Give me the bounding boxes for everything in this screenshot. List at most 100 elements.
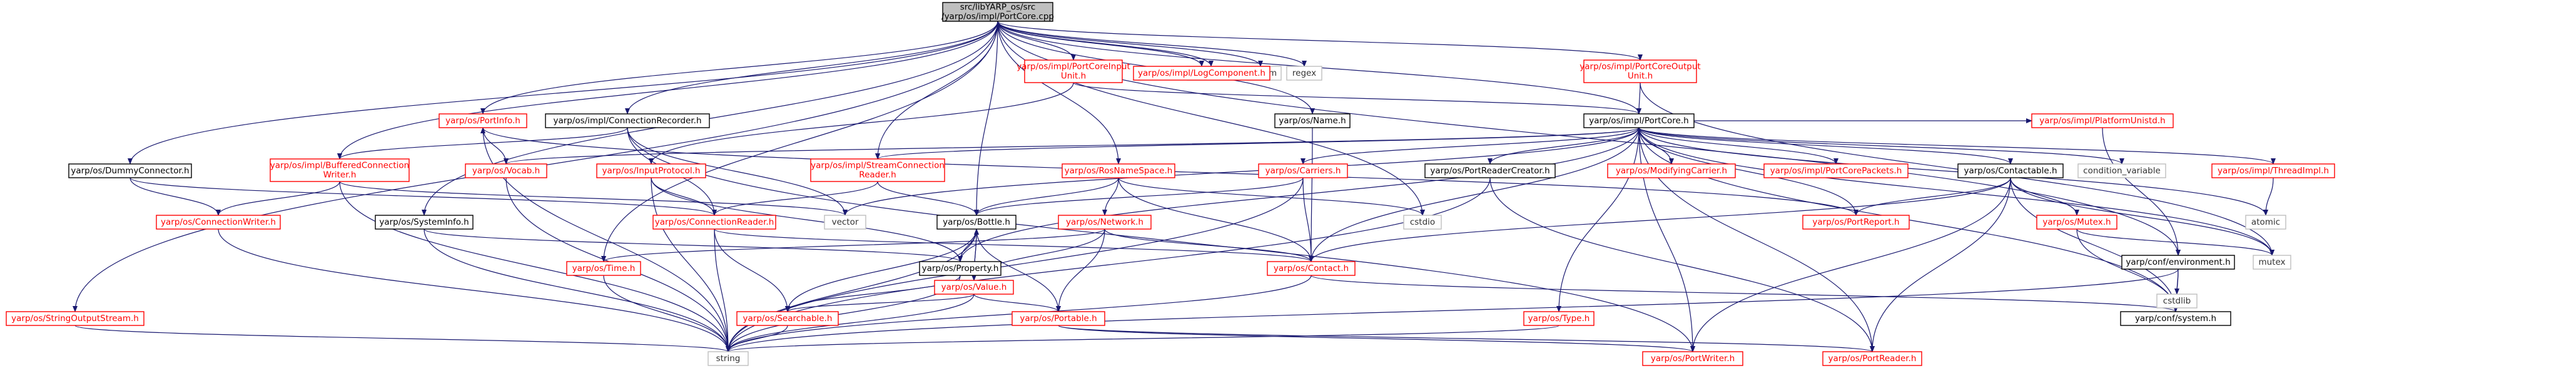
node-box bbox=[2036, 215, 2117, 230]
node-box bbox=[1763, 163, 1909, 178]
node-box bbox=[2121, 255, 2235, 270]
node-PortWriter[interactable]: yarp/os/PortWriter.h bbox=[1642, 351, 1743, 366]
node-box bbox=[596, 163, 706, 178]
node-label: cstdio bbox=[1410, 217, 1435, 227]
edge-PortReaderCreator-to-string bbox=[726, 177, 1491, 352]
edge-confEnvironment-to-string bbox=[726, 268, 2179, 352]
node-box bbox=[439, 113, 527, 128]
node-ModifyingCarrier[interactable]: yarp/os/ModifyingCarrier.h bbox=[1607, 163, 1736, 178]
edge-StringOutputStream-to-string bbox=[74, 325, 731, 352]
edge-Time-to-string bbox=[603, 275, 731, 352]
node-Carriers[interactable]: yarp/os/Carriers.h bbox=[1258, 163, 1348, 178]
node-Time[interactable]: yarp/os/Time.h bbox=[566, 261, 641, 276]
edge-PortCoreH-to-vector bbox=[843, 127, 1640, 216]
node-label: yarp/os/impl/ConnectionRecorder.h bbox=[553, 116, 701, 126]
node-box bbox=[652, 215, 776, 230]
edge-PortCoreH-to-TypeH bbox=[1556, 127, 1640, 312]
node-label: condition_variable bbox=[2083, 166, 2161, 176]
edge-DummyConnector-to-ConnectionWriter bbox=[129, 177, 221, 216]
node-ConnectionWriter[interactable]: yarp/os/ConnectionWriter.h bbox=[156, 215, 281, 230]
node-label: yarp/os/impl/PortCoreOutput bbox=[1580, 62, 1700, 72]
edge-ThreadImpl-to-atomic bbox=[2263, 177, 2274, 216]
node-Contactable[interactable]: yarp/os/Contactable.h bbox=[1957, 163, 2064, 178]
edge-Contact-to-confSystem bbox=[1311, 275, 2178, 312]
node-PortReader[interactable]: yarp/os/PortReader.h bbox=[1822, 351, 1922, 366]
edge-RosNameSpace-to-Network bbox=[1102, 177, 1119, 216]
edge-Network-to-Portable bbox=[1056, 228, 1105, 312]
node-Value[interactable]: yarp/os/Value.h bbox=[934, 280, 1014, 295]
edge-PortInfo-to-string bbox=[482, 127, 731, 352]
node-NameH[interactable]: yarp/os/Name.h bbox=[1274, 113, 1351, 128]
edge-ConnectionRecorder-to-BufferedConnectionWriter bbox=[337, 127, 628, 160]
edge-BufferedConnectionWriter-to-vector bbox=[339, 181, 848, 216]
edge-root-to-PortCoreOutputUnit bbox=[997, 21, 1643, 61]
node-Network[interactable]: yarp/os/Network.h bbox=[1058, 215, 1152, 230]
node-box bbox=[1957, 163, 2064, 178]
node-confSystem[interactable]: yarp/conf/system.h bbox=[2120, 311, 2231, 326]
node-LogComponent[interactable]: yarp/os/impl/LogComponent.h bbox=[1133, 66, 1270, 81]
node-box bbox=[6, 311, 145, 326]
edge-Value-to-string bbox=[726, 294, 975, 352]
node-PortCorePackets[interactable]: yarp/os/impl/PortCorePackets.h bbox=[1763, 163, 1909, 178]
node-box bbox=[1258, 163, 1348, 178]
node-StringOutputStream[interactable]: yarp/os/StringOutputStream.h bbox=[6, 311, 145, 326]
node-label: yarp/os/Value.h bbox=[941, 282, 1007, 292]
node-label: yarp/os/PortInfo.h bbox=[445, 116, 520, 126]
node-label: yarp/os/Time.h bbox=[572, 263, 636, 273]
node-Bottle[interactable]: yarp/os/Bottle.h bbox=[936, 215, 1017, 230]
node-box bbox=[156, 215, 281, 230]
node-InputProtocol[interactable]: yarp/os/InputProtocol.h bbox=[596, 163, 706, 178]
node-atomic: atomic bbox=[2245, 215, 2286, 230]
node-Property[interactable]: yarp/os/Property.h bbox=[919, 261, 1001, 276]
node-PortReaderCreator[interactable]: yarp/os/PortReaderCreator.h bbox=[1424, 163, 1556, 178]
node-PortCoreH[interactable]: yarp/os/impl/PortCore.h bbox=[1583, 113, 1695, 128]
node-PortInfo[interactable]: yarp/os/PortInfo.h bbox=[439, 113, 527, 128]
node-Mutex[interactable]: yarp/os/Mutex.h bbox=[2036, 215, 2117, 230]
node-PlatformUnistd[interactable]: yarp/os/impl/PlatformUnistd.h bbox=[2031, 113, 2174, 128]
edge-root-to-BufferedConnectionWriter bbox=[337, 21, 998, 160]
node-Portable[interactable]: yarp/os/Portable.h bbox=[1012, 311, 1105, 326]
node-TypeH[interactable]: yarp/os/Type.h bbox=[1523, 311, 1595, 326]
node-root[interactable]: src/libYARP_os/src/yarp/os/impl/PortCore… bbox=[941, 2, 1054, 22]
edge-SystemInfo-to-Property bbox=[423, 228, 963, 262]
node-box bbox=[2211, 163, 2335, 178]
edge-ConnectionReader-to-Contact bbox=[714, 228, 1314, 262]
node-label: yarp/os/DummyConnector.h bbox=[71, 166, 189, 176]
node-box bbox=[375, 215, 474, 230]
edge-StreamConnectionReader-to-Bottle bbox=[877, 181, 979, 216]
node-label: yarp/os/impl/PlatformUnistd.h bbox=[2039, 116, 2165, 126]
edge-Contactable-to-Mutex bbox=[2010, 177, 2079, 216]
node-box bbox=[1523, 311, 1595, 326]
edge-PortCoreH-to-atomic bbox=[1638, 127, 2268, 216]
node-label: yarp/os/Network.h bbox=[1066, 217, 1143, 227]
node-Contact[interactable]: yarp/os/Contact.h bbox=[1267, 261, 1356, 276]
edge-Contactable-to-mutex bbox=[2010, 177, 2274, 256]
node-confEnvironment[interactable]: yarp/conf/environment.h bbox=[2121, 255, 2235, 270]
edge-InputProtocol-to-ConnectionReader bbox=[651, 177, 717, 216]
edge-PortCoreH-to-PortCorePackets bbox=[1638, 127, 1838, 165]
node-ConnectionReader[interactable]: yarp/os/ConnectionReader.h bbox=[652, 215, 776, 230]
edge-TypeH-to-string bbox=[726, 325, 1559, 352]
node-ThreadImpl[interactable]: yarp/os/impl/ThreadImpl.h bbox=[2211, 163, 2335, 178]
node-label: yarp/os/Bottle.h bbox=[943, 217, 1010, 227]
node-label: yarp/os/PortReaderCreator.h bbox=[1430, 166, 1549, 176]
edge-PortCoreH-to-Property bbox=[958, 127, 1640, 262]
node-RosNameSpace[interactable]: yarp/os/RosNameSpace.h bbox=[1062, 163, 1175, 178]
node-ConnectionRecorder[interactable]: yarp/os/impl/ConnectionRecorder.h bbox=[545, 113, 710, 128]
node-DummyConnector[interactable]: yarp/os/DummyConnector.h bbox=[68, 163, 192, 178]
node-PortReport[interactable]: yarp/os/PortReport.h bbox=[1802, 215, 1910, 230]
edge-PortReaderCreator-to-PortReader bbox=[1489, 177, 1875, 352]
node-cstdio: cstdio bbox=[1403, 215, 1442, 230]
node-SystemInfo[interactable]: yarp/os/SystemInfo.h bbox=[375, 215, 474, 230]
edge-Mutex-to-mutex bbox=[2076, 228, 2274, 256]
edge-RosNameSpace-to-cstdio bbox=[1118, 177, 1425, 216]
node-box bbox=[824, 215, 866, 230]
edge-Property-to-Bottle bbox=[960, 228, 979, 262]
node-label: yarp/os/Carriers.h bbox=[1265, 166, 1341, 176]
node-Searchable[interactable]: yarp/os/Searchable.h bbox=[736, 311, 839, 326]
node-Vocab[interactable]: yarp/os/Vocab.h bbox=[465, 163, 547, 178]
